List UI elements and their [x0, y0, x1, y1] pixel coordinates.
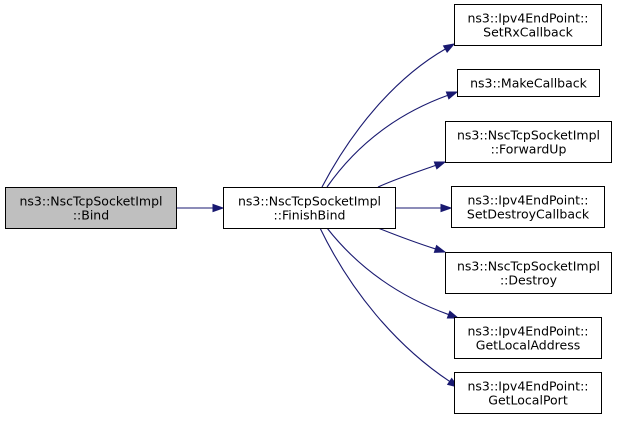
- function-node-forwardup[interactable]: ns3::NscTcpSocketImpl::ForwardUp: [445, 121, 612, 163]
- node-label-line: ns3::Ipv4EndPoint::: [468, 193, 589, 208]
- node-label-line: ns3::NscTcpSocketImpl: [457, 259, 600, 274]
- edge-line: [319, 227, 450, 382]
- edges-layer: [175, 43, 460, 388]
- node-label-line: ns3::Ipv4EndPoint::: [468, 379, 589, 394]
- edge-line: [326, 227, 449, 316]
- function-node-makecb[interactable]: ns3::MakeCallback: [457, 69, 600, 97]
- node-box: [5, 187, 177, 229]
- nodes-layer: ns3::NscTcpSocketImpl::Bindns3::NscTcpSo…: [5, 4, 612, 414]
- call-edge: [175, 203, 225, 213]
- function-node-setrx[interactable]: ns3::Ipv4EndPoint::SetRxCallback: [454, 4, 602, 46]
- node-label-line: ns3::Ipv4EndPoint::: [468, 324, 589, 339]
- call-edge: [377, 161, 447, 188]
- function-node-finishbind[interactable]: ns3::NscTcpSocketImpl::FinishBind: [223, 187, 396, 229]
- node-box: [451, 186, 605, 228]
- function-node-destroy[interactable]: ns3::NscTcpSocketImpl::Destroy: [445, 252, 612, 294]
- node-label-line: SetDestroyCallback: [467, 207, 590, 222]
- node-box: [223, 187, 396, 229]
- node-label-line: SetRxCallback: [483, 25, 573, 40]
- arrowhead-icon: [445, 91, 459, 100]
- edge-line: [326, 94, 448, 188]
- node-label-line: ::FinishBind: [274, 208, 346, 223]
- call-edge: [394, 203, 453, 213]
- node-label-line: ns3::NscTcpSocketImpl: [457, 128, 600, 143]
- node-label-line: ns3::NscTcpSocketImpl: [238, 194, 381, 209]
- edge-line: [377, 164, 436, 188]
- node-label-line: GetLocalPort: [488, 393, 568, 408]
- node-label-line: ::Bind: [73, 208, 109, 223]
- node-box: [454, 4, 602, 46]
- function-node-bind[interactable]: ns3::NscTcpSocketImpl::Bind: [5, 187, 177, 229]
- arrowhead-icon: [433, 161, 447, 170]
- call-edge: [326, 227, 460, 319]
- node-label-line: GetLocalAddress: [476, 338, 580, 353]
- call-edge: [321, 43, 456, 188]
- edge-line: [321, 48, 446, 188]
- arrowhead-icon: [212, 203, 225, 213]
- function-node-getaddr[interactable]: ns3::Ipv4EndPoint::GetLocalAddress: [454, 317, 602, 359]
- node-label-line: ::Destroy: [500, 273, 558, 288]
- arrowhead-icon: [446, 310, 460, 319]
- arrowhead-icon: [442, 43, 456, 53]
- node-box: [454, 317, 602, 359]
- arrowhead-icon: [433, 244, 447, 253]
- node-label-line: ns3::MakeCallback: [470, 76, 588, 91]
- call-edge: [377, 227, 447, 253]
- node-box: [445, 121, 612, 163]
- edge-line: [377, 227, 436, 250]
- arrowhead-icon: [440, 203, 453, 213]
- function-node-getport[interactable]: ns3::Ipv4EndPoint::GetLocalPort: [454, 372, 602, 414]
- function-node-setdestroy[interactable]: ns3::Ipv4EndPoint::SetDestroyCallback: [451, 186, 605, 228]
- node-label-line: ns3::Ipv4EndPoint::: [468, 11, 589, 26]
- call-edge: [326, 91, 459, 188]
- node-label-line: ::ForwardUp: [491, 142, 567, 157]
- node-box: [445, 252, 612, 294]
- node-box: [454, 372, 602, 414]
- node-box: [457, 69, 600, 97]
- node-label-line: ns3::NscTcpSocketImpl: [20, 194, 163, 209]
